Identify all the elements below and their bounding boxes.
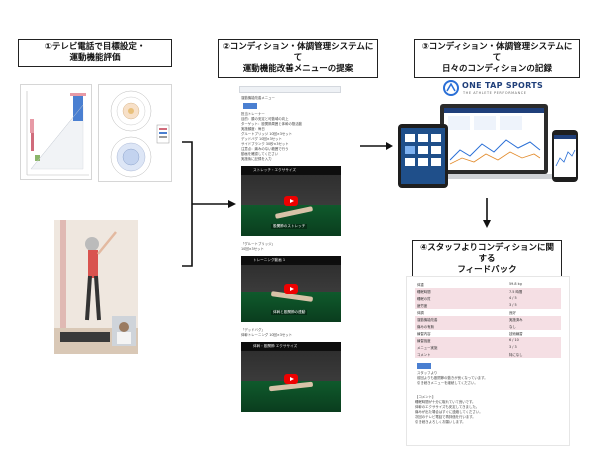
- menu-document: 運動機能改善メニュー 担当トレーナー 目的：膝の安定と可動域の向上 ターゲット：…: [237, 86, 345, 446]
- arrow-right: [360, 142, 393, 150]
- logo-name: ONE TAP SPORTS: [462, 81, 544, 90]
- menu-doc-line: 注意点：痛みのない範囲で行う: [241, 147, 289, 151]
- feedback-footer: 体幹のエクササイズも安定してきました。: [415, 405, 480, 409]
- menu-doc-line: 「グルートブリッジ」: [241, 242, 275, 246]
- feedback-blue-label: [417, 363, 431, 369]
- feedback-row: 練習内容技術練習: [415, 330, 561, 337]
- feedback-note: スタッフより: [417, 371, 438, 375]
- step2-title-line2: 運動機能改善メニューの提案: [242, 64, 354, 74]
- logo-mark-icon: [443, 80, 459, 96]
- video3-title: 体幹・股関節 エクササイズ: [253, 344, 298, 348]
- menu-doc-line: 運動機能改善メニュー: [241, 96, 275, 100]
- video3-play-icon[interactable]: [284, 374, 298, 384]
- feedback-row: コメント特になし: [415, 351, 561, 358]
- step4-title: ④スタッフよりコンディションに関する フィードバック: [412, 240, 562, 279]
- step4-title-line1: ④スタッフよりコンディションに関する: [420, 243, 554, 264]
- evaluation-radar-charts: [98, 84, 172, 182]
- devices-illustration: [398, 104, 578, 188]
- step3-title: ③コンディション・体調管理システムにて 日々のコンディションの記録: [414, 39, 580, 78]
- menu-doc-line: 実施頻度：毎日: [241, 127, 265, 131]
- menu-doc-line: 「デッドバグ」: [241, 328, 265, 332]
- evaluation-bar-chart-graphic: [26, 91, 89, 176]
- evaluation-bar-chart: [20, 84, 92, 180]
- menu-doc-line: ターゲット：股関節周囲と体幹の筋活動: [241, 122, 303, 126]
- step2-title-line1: ②コンディション・体調管理システムにて: [222, 42, 374, 63]
- menu-doc-line: 体幹トレーニング 10回×3セット: [241, 333, 293, 337]
- menu-doc-line: 10回×3セット: [241, 247, 264, 251]
- step1-title: ①テレビ電話で目標設定・ 運動機能評価: [18, 39, 172, 67]
- video1-caption: 股関節のストレッチ: [271, 224, 308, 229]
- evaluation-radar-graphic: [110, 90, 170, 178]
- menu-doc-header-bar: [239, 86, 341, 93]
- feedback-footer: 睡眠時間が十分に取れていて良いです。: [415, 400, 476, 404]
- exercise-video-3[interactable]: 体幹・股関節 エクササイズ: [241, 342, 341, 412]
- feedback-row: 運動機能改善実施済み: [415, 316, 561, 323]
- step2-title: ②コンディション・体調管理システムにて 運動機能改善メニューの提案: [218, 39, 378, 78]
- video1-title: ストレッチ・エクササイズ: [253, 168, 297, 172]
- video-call-photo: [54, 220, 138, 354]
- menu-doc-line: デッドバグ 10回×3セット: [241, 137, 282, 141]
- menu-doc-line: 動画を確認してください: [241, 152, 279, 156]
- step3-title-line1: ③コンディション・体調管理システムにて: [421, 42, 573, 63]
- menu-doc-line: サイドプランク 30秒×3セット: [241, 142, 289, 146]
- feedback-footer: 【コメント】: [415, 395, 436, 399]
- feedback-row: 体調良好: [415, 309, 561, 316]
- video-call-graphic: [54, 220, 138, 354]
- menu-doc-blue-label: [243, 103, 257, 109]
- feedback-footer: 引き続きよろしくお願いします。: [415, 420, 466, 424]
- exercise-video-2[interactable]: トレーニング動画 1 体幹と股関節の連動: [241, 256, 341, 322]
- one-tap-sports-logo: ONE TAP SPORTS THE ATHLETE PERFORMANCE: [443, 80, 553, 98]
- arrow-down: [483, 198, 491, 228]
- logo-tagline: THE ATHLETE PERFORMANCE: [463, 91, 527, 95]
- step1-title-line1: ①テレビ電話で目標設定・: [44, 42, 146, 52]
- feedback-note: 前回よりも股関節の動きが良くなっています。: [417, 376, 488, 380]
- bracket-connector: [182, 141, 236, 267]
- video1-play-icon[interactable]: [284, 196, 298, 206]
- step1-title-line2: 運動機能評価: [69, 53, 121, 63]
- menu-doc-line: グルートブリッジ 10回×3セット: [241, 132, 293, 136]
- step4-title-line2: フィードバック: [457, 265, 517, 275]
- menu-doc-line: 目的：膝の安定と可動域の向上: [241, 117, 289, 121]
- video2-caption: 体幹と股関節の連動: [271, 310, 308, 315]
- feedback-footer: 痛みが出た場合はすぐに連絡してください。: [415, 410, 483, 414]
- step3-title-line2: 日々のコンディションの記録: [442, 64, 552, 74]
- menu-doc-line: 実施後に記録を入力: [241, 157, 272, 161]
- feedback-row: 痛みの有無なし: [415, 323, 561, 330]
- exercise-video-1[interactable]: ストレッチ・エクササイズ 股関節のストレッチ: [241, 166, 341, 236]
- feedback-note: 引き続きメニューを継続してください。: [417, 381, 478, 385]
- video2-title: トレーニング動画 1: [253, 258, 286, 262]
- menu-doc-line: 担当トレーナー: [241, 112, 265, 116]
- video2-play-icon[interactable]: [284, 284, 298, 294]
- feedback-footer: 次回のテレビ電話で再評価を行います。: [415, 415, 476, 419]
